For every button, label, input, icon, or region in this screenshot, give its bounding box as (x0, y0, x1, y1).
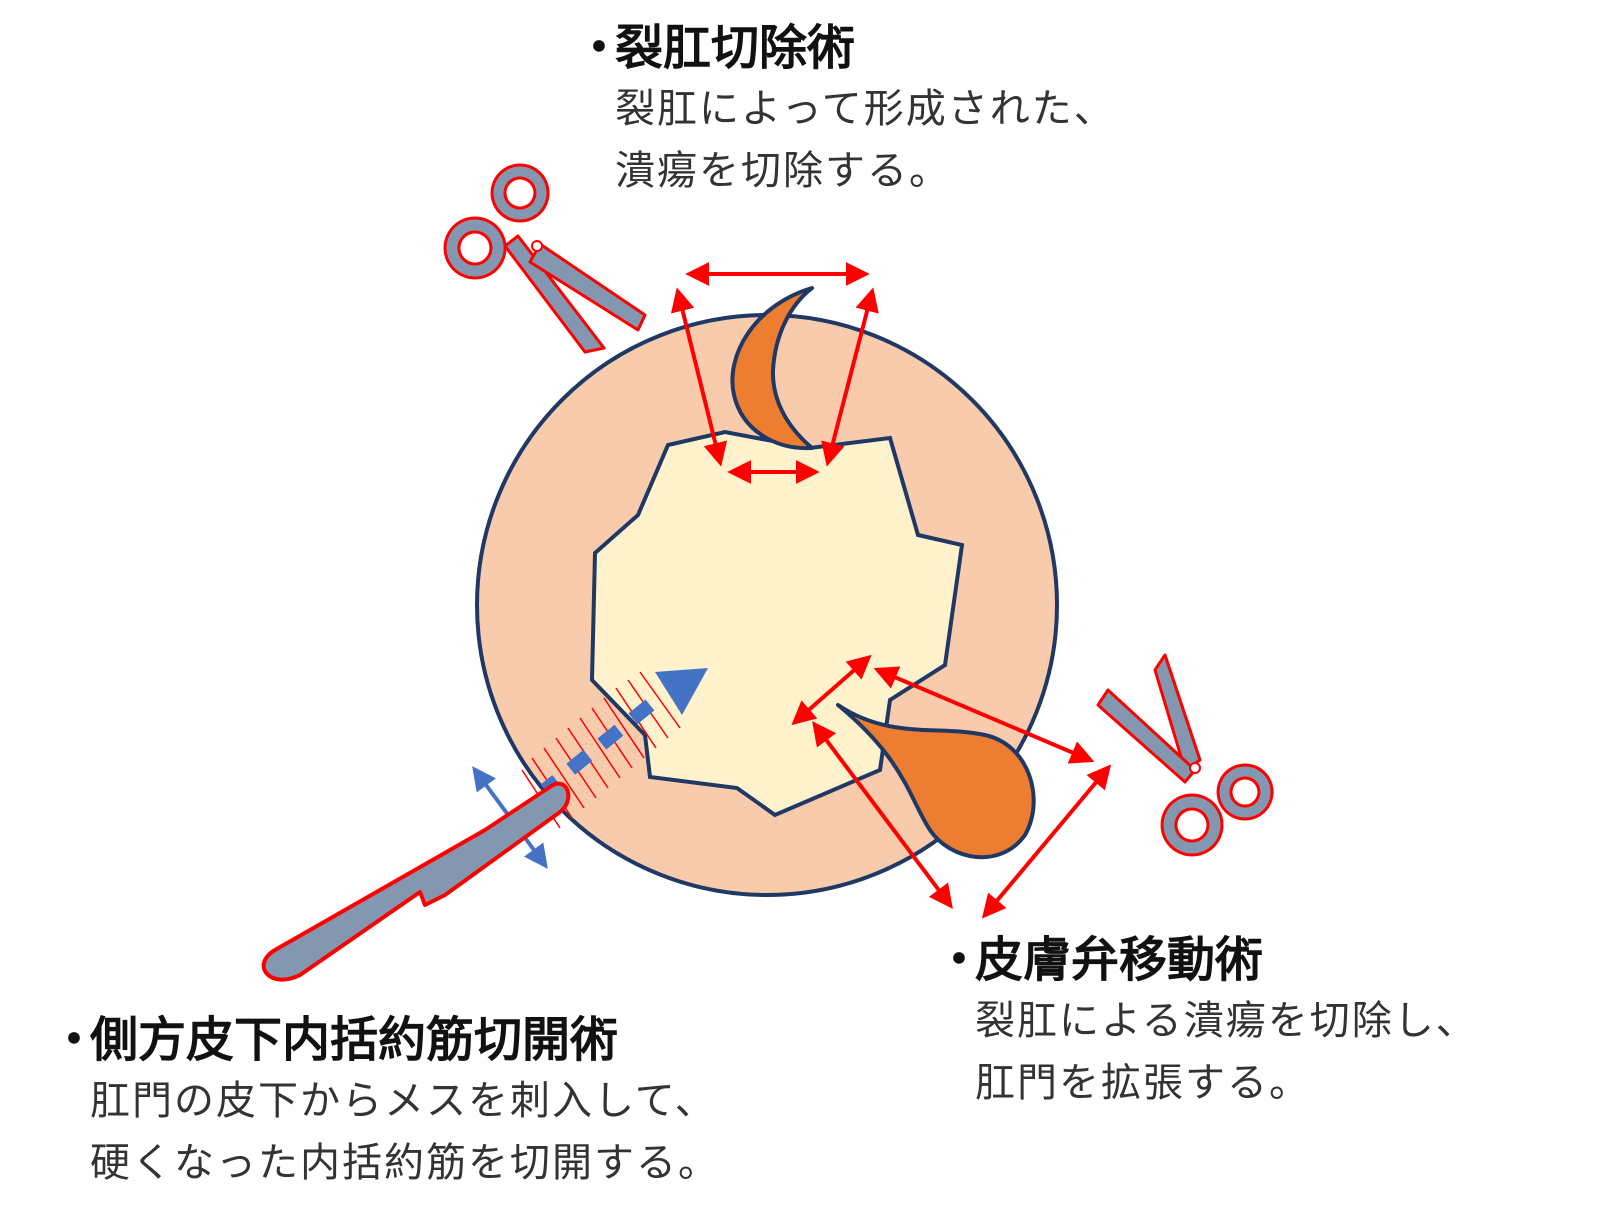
lateral-sphincterotomy-label: ・側方皮下内括約筋切開術 肛門の皮下からメスを刺入して、 硬くなった内括約筋を切… (50, 1010, 720, 1194)
lateral-sphincterotomy-title: ・側方皮下内括約筋切開術 (50, 1012, 619, 1068)
skin-flap-desc-line2: 肛門を拡張する。 (975, 1060, 1311, 1106)
skin-flap-arrows (791, 654, 1112, 919)
incision-direction-marker (655, 668, 708, 715)
fissure-ulcer-top (730, 286, 814, 451)
skin-flap-title: ・皮膚弁移動術 (935, 932, 1264, 988)
lateral-sphincterotomy-desc-line2: 硬くなった内括約筋を切開する。 (90, 1140, 720, 1186)
fissurectomy-desc-line2: 潰瘍を切除する。 (615, 148, 951, 194)
fissurectomy-desc-line1: 裂肛によって形成された、 (615, 86, 1116, 132)
scissors-icon (443, 163, 647, 354)
fissurectomy-label: ・裂肛切除術 裂肛によって形成された、 潰瘍を切除する。 (575, 18, 1116, 202)
fissurectomy-title: ・裂肛切除術 (575, 20, 856, 76)
skin-flap-desc-line1: 裂肛による潰瘍を切除し、 (975, 998, 1478, 1044)
skin-flap-label: ・皮膚弁移動術 裂肛による潰瘍を切除し、 肛門を拡張する。 (935, 930, 1478, 1114)
fissurectomy-arrows (670, 262, 879, 484)
scalpel-icon (261, 781, 571, 982)
lateral-sphincterotomy-desc-line1: 肛門の皮下からメスを刺入して、 (90, 1078, 717, 1124)
scissors-icon (1096, 653, 1274, 857)
